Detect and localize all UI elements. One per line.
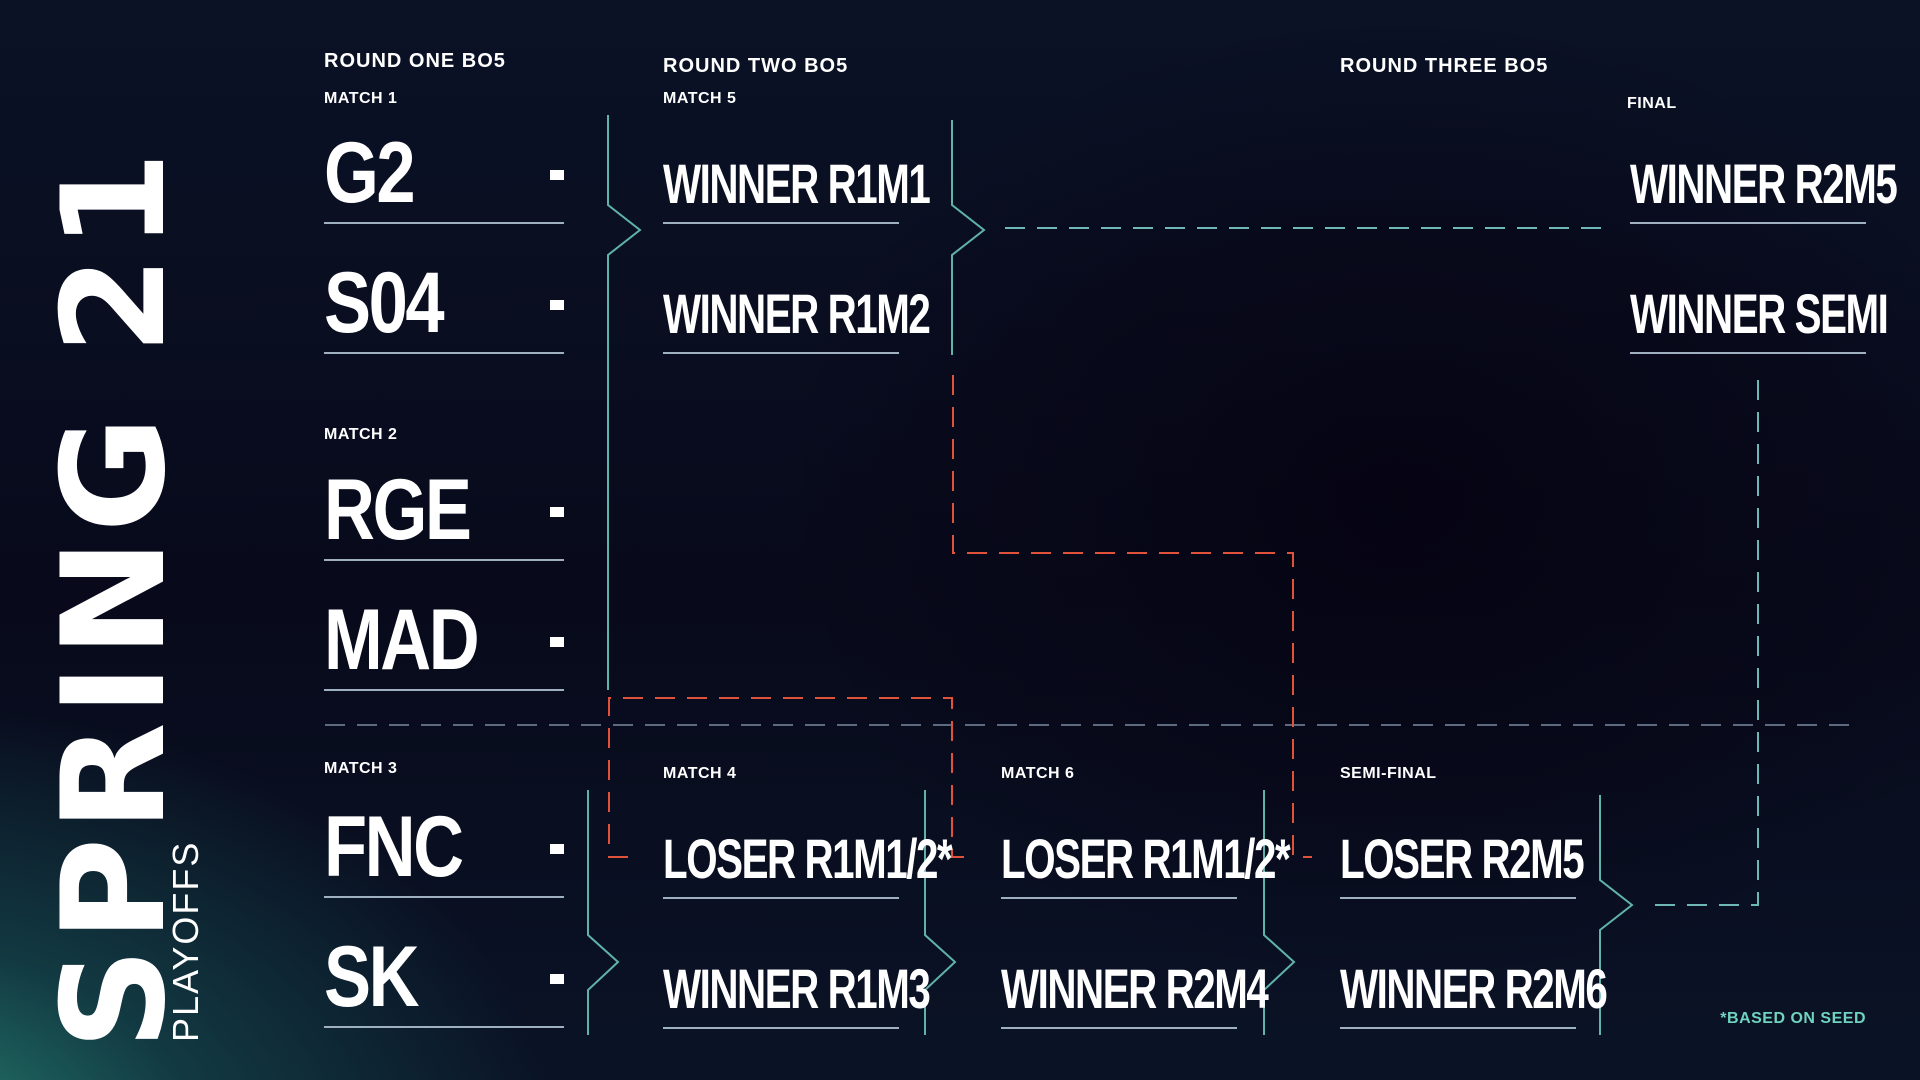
semi-final-slot-2[interactable]: WINNER R2M6 xyxy=(1340,937,1608,1029)
match-3-label: MATCH 3 xyxy=(324,760,398,777)
final-label: FINAL xyxy=(1627,95,1677,112)
final-slot-2[interactable]: WINNER SEMI xyxy=(1630,262,1889,354)
slot-text: WINNER SEMI xyxy=(1630,282,1889,345)
team-name: G2 xyxy=(324,125,416,221)
match-5-slot-1[interactable]: WINNER R1M1 xyxy=(663,132,931,224)
match-5-label: MATCH 5 xyxy=(663,90,737,107)
match-1-label: MATCH 1 xyxy=(324,90,398,107)
dash-m5-loser xyxy=(952,375,1312,858)
connector-semi-final xyxy=(1599,795,1634,1035)
score-dash xyxy=(550,844,564,854)
event-subtitle: PLAYOFFS xyxy=(165,840,206,1042)
team-mad[interactable]: MAD xyxy=(324,559,564,691)
slot-text: WINNER R2M4 xyxy=(1001,957,1269,1020)
score-dash xyxy=(550,637,564,647)
connector-m3-m4 xyxy=(587,790,620,1035)
connector-m6-semi xyxy=(1263,790,1296,1035)
score-dash xyxy=(550,170,564,180)
connector-m5-final xyxy=(951,120,986,355)
dash-semi-final xyxy=(1655,375,1759,906)
seed-footnote: *BASED ON SEED xyxy=(1720,1010,1866,1027)
dash-r1-loser-m4 xyxy=(608,697,969,858)
team-name: SK xyxy=(324,929,420,1025)
semi-final-label: SEMI-FINAL xyxy=(1340,765,1437,782)
score-dash xyxy=(550,300,564,310)
slot-text: LOSER R1M1/2* xyxy=(663,827,953,890)
match-2-label: MATCH 2 xyxy=(324,426,398,443)
team-rge[interactable]: RGE xyxy=(324,429,564,561)
slot-text: WINNER R2M6 xyxy=(1340,957,1608,1020)
round-two-header: ROUND TWO BO5 xyxy=(663,55,849,77)
match-4-slot-1[interactable]: LOSER R1M1/2* xyxy=(663,807,953,899)
team-s04[interactable]: S04 xyxy=(324,222,564,354)
match-4-slot-2[interactable]: WINNER R1M3 xyxy=(663,937,931,1029)
team-name: RGE xyxy=(324,462,472,558)
connector-m4-m6 xyxy=(924,790,957,1035)
slot-text: LOSER R2M5 xyxy=(1340,827,1585,890)
connector-m1-m2 xyxy=(607,115,642,690)
team-name: MAD xyxy=(324,592,480,688)
slot-text: WINNER R1M3 xyxy=(663,957,931,1020)
score-dash xyxy=(550,974,564,984)
team-name: FNC xyxy=(324,799,464,895)
team-g2[interactable]: G2 xyxy=(324,92,564,224)
round-three-header: ROUND THREE BO5 xyxy=(1340,55,1549,77)
semi-final-slot-1[interactable]: LOSER R2M5 xyxy=(1340,807,1585,899)
slot-text: WINNER R1M1 xyxy=(663,152,931,215)
match-6-slot-1[interactable]: LOSER R1M1/2* xyxy=(1001,807,1291,899)
final-slot-1[interactable]: WINNER R2M5 xyxy=(1630,132,1898,224)
score-dash xyxy=(550,507,564,517)
slot-text: WINNER R2M5 xyxy=(1630,152,1898,215)
match-6-label: MATCH 6 xyxy=(1001,765,1075,782)
match-4-label: MATCH 4 xyxy=(663,765,737,782)
team-sk[interactable]: SK xyxy=(324,896,564,1028)
match-6-slot-2[interactable]: WINNER R2M4 xyxy=(1001,937,1269,1029)
team-fnc[interactable]: FNC xyxy=(324,766,564,898)
round-one-header: ROUND ONE BO5 xyxy=(324,50,506,72)
team-name: S04 xyxy=(324,255,445,351)
match-5-slot-2[interactable]: WINNER R1M2 xyxy=(663,262,931,354)
slot-text: WINNER R1M2 xyxy=(663,282,931,345)
slot-text: LOSER R1M1/2* xyxy=(1001,827,1291,890)
